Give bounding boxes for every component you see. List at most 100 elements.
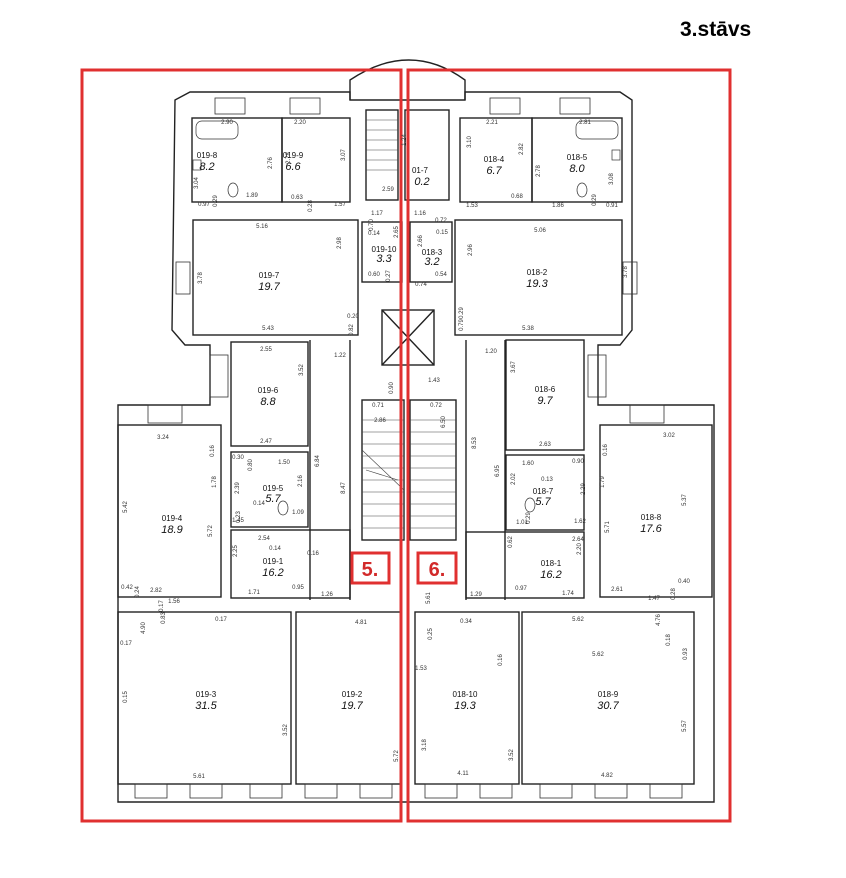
room-area: 16.2 xyxy=(540,569,561,581)
sink-icon xyxy=(611,149,621,161)
room-area: 30.7 xyxy=(597,700,619,712)
toilet-icon xyxy=(576,182,588,198)
room-id: 018-7 xyxy=(533,487,554,496)
dimension-label: 0.70 xyxy=(369,219,375,231)
dimension-label: 0.23 xyxy=(236,511,242,523)
dimension-label: 0.40 xyxy=(678,579,690,585)
dimension-label: 0.28 xyxy=(671,588,677,600)
dimension-label: 8.53 xyxy=(472,437,478,449)
dimension-label: 0.29 xyxy=(526,512,532,524)
dimension-label: 0.34 xyxy=(460,619,472,625)
dimension-label: 0.60 xyxy=(368,272,380,278)
dimension-label: 3.04 xyxy=(194,177,200,189)
dimension-label: 3.52 xyxy=(283,724,289,736)
dimension-label: 0.63 xyxy=(291,195,303,201)
room-outline xyxy=(505,454,585,531)
dimension-label: 5.06 xyxy=(534,228,546,234)
dimension-label: 3.07 xyxy=(341,149,347,161)
dimension-label: 1.89 xyxy=(246,193,258,199)
dimension-label: 2.98 xyxy=(337,237,343,249)
dimension-label: 0.15 xyxy=(436,230,448,236)
dimension-label: 0.79 xyxy=(459,319,465,331)
dimension-label: 1.17 xyxy=(371,211,383,217)
dimension-label: 1.50 xyxy=(278,460,290,466)
room-id: 018-9 xyxy=(598,690,619,699)
dimension-label: 1.29 xyxy=(470,592,482,598)
dimension-label: 3.52 xyxy=(299,364,305,376)
dimension-label: 0.93 xyxy=(683,648,689,660)
dimension-label: 2.78 xyxy=(536,165,542,177)
room-id: 019-2 xyxy=(342,690,363,699)
stair-flight xyxy=(361,399,405,541)
room-id: 019-6 xyxy=(258,386,279,395)
dimension-label: 0.95 xyxy=(292,585,304,591)
dimension-label: 6.95 xyxy=(495,465,501,477)
dimension-label: 1.01 xyxy=(516,520,528,526)
dimension-label: 1.45 xyxy=(232,518,244,524)
room-area: 3.2 xyxy=(424,256,439,268)
dimension-label: 1.79 xyxy=(600,476,606,488)
dimension-label: 2.29 xyxy=(581,483,587,495)
dimension-label: 0.27 xyxy=(386,270,392,282)
room-id: 019-3 xyxy=(196,690,217,699)
dimension-label: 1.78 xyxy=(212,476,218,488)
dimension-label: 2.66 xyxy=(418,235,424,247)
dimension-label: 0.62 xyxy=(508,536,514,548)
dimension-label: 0.29 xyxy=(459,307,465,319)
dimension-label: 5.62 xyxy=(592,652,604,658)
dimension-label: 2.16 xyxy=(298,475,304,487)
dimension-label: 0.82 xyxy=(349,324,355,336)
room-area: 0.2 xyxy=(414,176,429,188)
room-area: 19.3 xyxy=(454,700,476,712)
dimension-label: 0.91 xyxy=(606,203,618,209)
section-5-badge xyxy=(350,551,391,585)
room-area: 19.7 xyxy=(258,281,280,293)
dimension-label: 0.17 xyxy=(159,600,165,612)
room-outline xyxy=(230,451,309,528)
dimension-label: 3.78 xyxy=(623,266,629,278)
room-id: 018-3 xyxy=(422,248,443,257)
dimension-label: 4.90 xyxy=(141,622,147,634)
dimension-label: 6.84 xyxy=(315,455,321,467)
dimension-label: 2.02 xyxy=(511,473,517,485)
room-outline xyxy=(505,339,585,451)
dimension-label: 1.43 xyxy=(428,378,440,384)
dimension-label: 0.97 xyxy=(198,202,210,208)
dimension-label: 1.71 xyxy=(248,590,260,596)
dimension-label: 0.17 xyxy=(215,617,227,623)
dimension-label: 1.47 xyxy=(648,596,660,602)
dimension-label: 0.20 xyxy=(347,314,359,320)
dimension-label: 6.50 xyxy=(441,416,447,428)
dimension-label: 0.24 xyxy=(135,586,141,598)
stair-tower-wall xyxy=(349,59,466,100)
dimension-label: 0.16 xyxy=(210,445,216,457)
dimension-label: 2.25 xyxy=(233,545,239,557)
bathroom-fixtures xyxy=(192,120,621,516)
dimension-label: 0.97 xyxy=(515,586,527,592)
dimension-label: 0.72 xyxy=(430,403,442,409)
dimension-label: 5.57 xyxy=(682,720,688,732)
dimension-label: 1.09 xyxy=(292,510,304,516)
dimension-label: 1.53 xyxy=(466,203,478,209)
dimension-label: 0.28 xyxy=(308,200,314,212)
dimension-label: 0.29 xyxy=(213,195,219,207)
dimension-label: 0.17 xyxy=(120,641,132,647)
room-area: 31.5 xyxy=(195,700,217,712)
dimension-label: 0.16 xyxy=(603,444,609,456)
dimension-label: 0.14 xyxy=(269,546,281,552)
dimension-label: 0.71 xyxy=(372,403,384,409)
dimension-label: 3.02 xyxy=(663,433,675,439)
dimension-label: 2.54 xyxy=(258,536,270,542)
dimension-label: 5.72 xyxy=(394,750,400,762)
room-outline xyxy=(192,219,359,336)
dimension-label: 5.42 xyxy=(123,501,129,513)
section-labels: 5. 6. xyxy=(350,551,458,585)
room-area: 19.7 xyxy=(341,700,363,712)
room-outline xyxy=(281,117,351,203)
dimension-label: 0.25 xyxy=(428,628,434,640)
room-id: 018-10 xyxy=(453,690,478,699)
dimension-label: 1.53 xyxy=(415,666,427,672)
dimension-label: 0.74 xyxy=(415,282,427,288)
room-area: 8.8 xyxy=(260,396,276,408)
